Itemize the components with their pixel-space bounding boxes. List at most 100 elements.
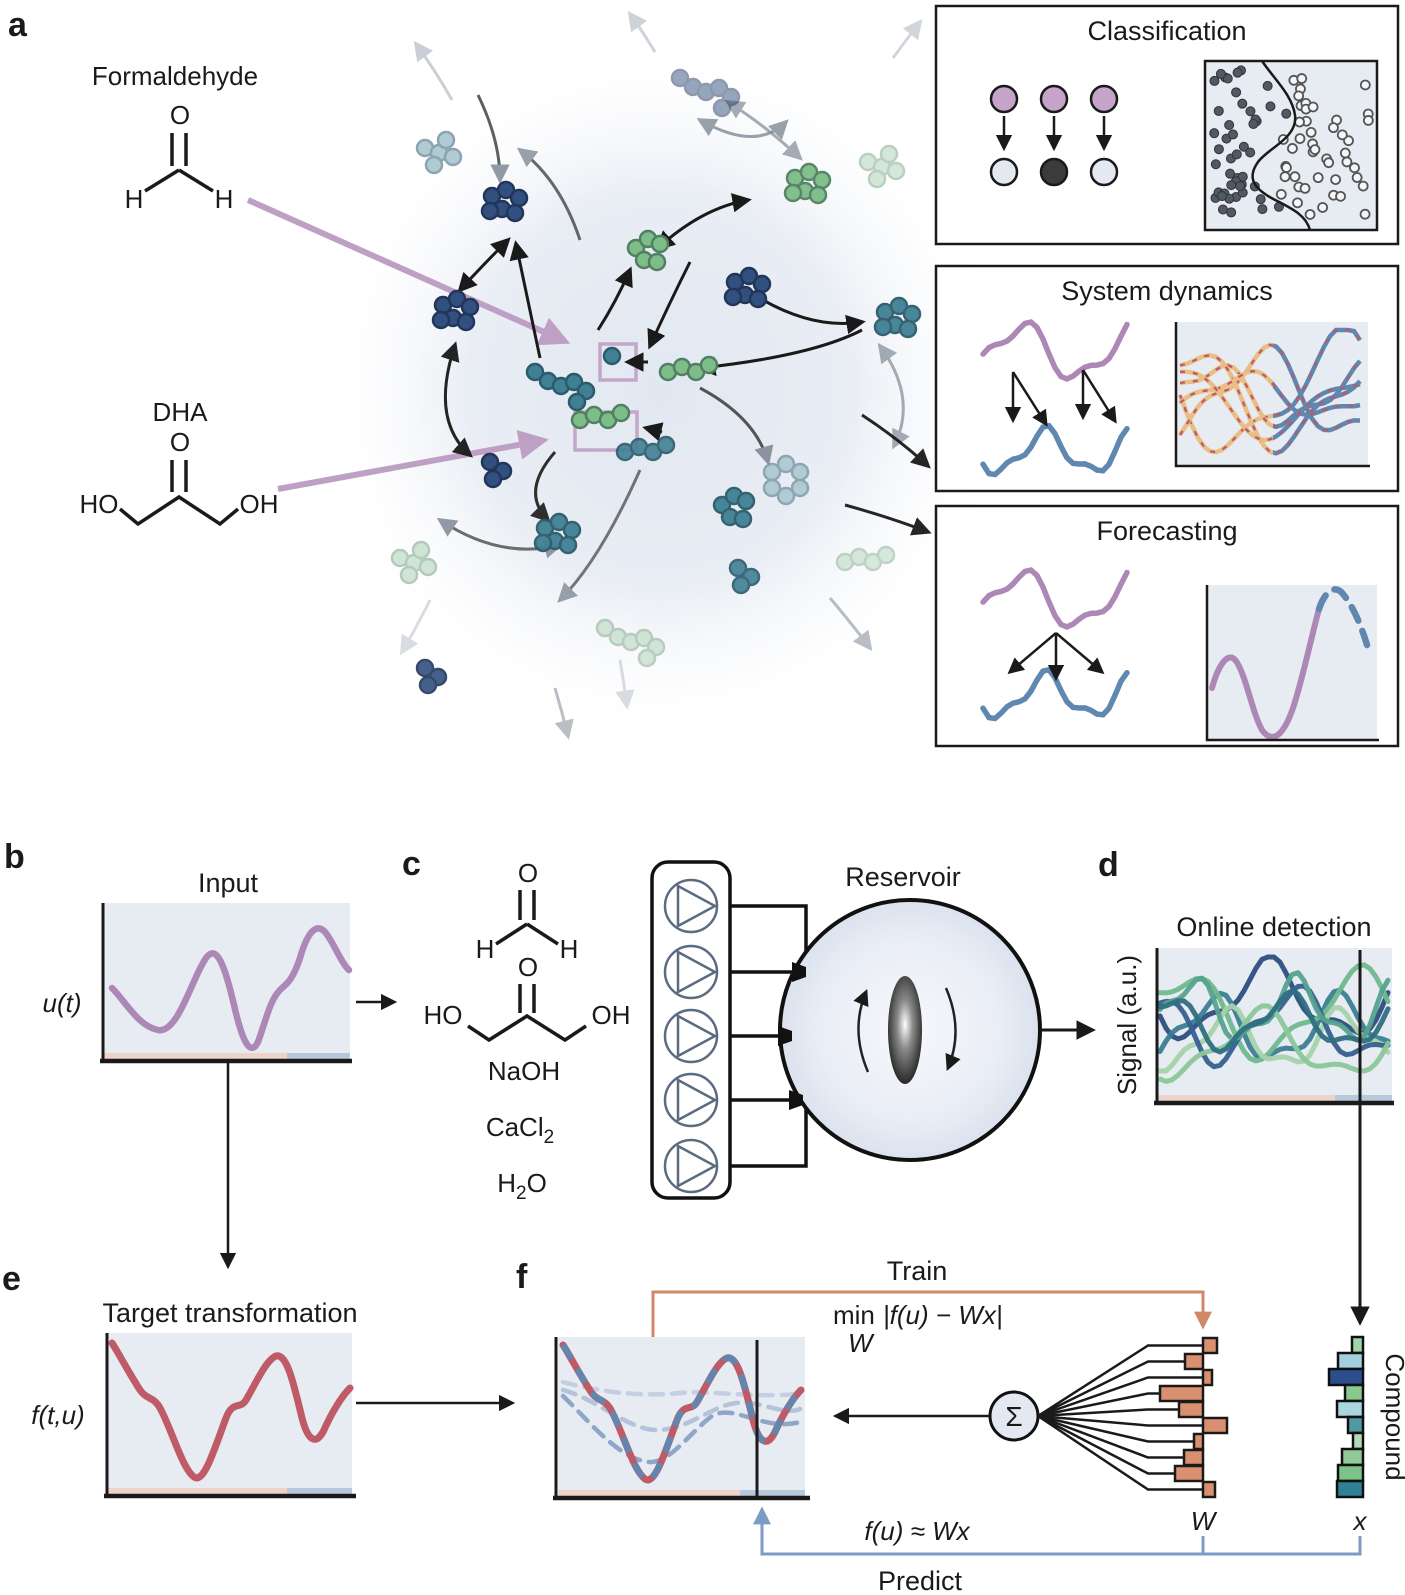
atom-h: H (560, 934, 579, 964)
molecule-cluster (615, 435, 676, 462)
reaction-arrow (627, 10, 657, 53)
molecule-dot (790, 462, 810, 482)
molecule-dot (889, 296, 909, 316)
pump-icons (663, 878, 719, 1194)
scatter-dot-hollow (1362, 115, 1374, 126)
molecule-cluster (783, 162, 832, 205)
atom-o: O (518, 858, 538, 888)
pump-icon (663, 1138, 719, 1194)
reaction-network-molecules (390, 68, 922, 695)
molecule-dot (812, 170, 832, 190)
fan-line (1037, 1344, 1203, 1418)
scatter-dot-filled (1232, 67, 1243, 78)
panel-e-label: e (2, 1260, 21, 1298)
reaction-arrow (755, 294, 866, 335)
scatter-dot-hollow (1281, 162, 1292, 173)
atom-oh: OH (592, 1000, 631, 1030)
scatter-dot-filled (1209, 128, 1220, 139)
panel-f-label: f (516, 1258, 528, 1296)
classification-box: Classification (934, 4, 1400, 246)
molecule-dot (460, 297, 480, 317)
compound-bar (1340, 1447, 1365, 1467)
input-signal-curve (108, 925, 353, 1052)
molecule-dot (898, 319, 918, 339)
molecule-cluster (595, 618, 666, 668)
molecule-dot (558, 535, 578, 555)
decision-boundary (1251, 60, 1312, 231)
molecule-dot (496, 180, 516, 200)
weight-bar (1177, 1400, 1205, 1419)
prediction-curve (560, 1343, 804, 1483)
scatter-dot-hollow (1307, 101, 1319, 113)
molecule-cluster (835, 545, 896, 572)
system-dynamics-curves (1177, 327, 1362, 456)
scatter-dot-filled (1238, 141, 1249, 152)
weight-bar (1192, 1432, 1205, 1451)
molecule-dot (762, 478, 782, 498)
forecasting-box: Forecasting (934, 504, 1400, 748)
molecule-dot (415, 658, 435, 678)
molecule-dot (709, 78, 729, 98)
molecule-dot (733, 509, 753, 529)
formaldehyde-structure-icon (144, 133, 214, 193)
scatter-dot-hollow (1304, 209, 1316, 220)
pump-icon (663, 1072, 719, 1128)
molecule-dot (873, 317, 893, 337)
atom-o: O (518, 952, 538, 982)
dynamics-curve-predict (1273, 379, 1362, 456)
panel-a-label: a (8, 6, 28, 44)
input-title: Input (198, 868, 259, 898)
formaldehyde-input-arrow (246, 197, 571, 346)
molecule-dot (443, 147, 463, 167)
atom-o: O (170, 100, 190, 130)
train-path (651, 1290, 1212, 1337)
molecule-dot (525, 362, 545, 382)
molecule-dot (712, 98, 732, 118)
weight-bar (1173, 1464, 1205, 1483)
scatter-dot-filled (1237, 98, 1248, 109)
panel-b-label: b (4, 838, 25, 876)
scatter-dot-filled (1222, 73, 1233, 84)
molecule-dot (647, 252, 667, 272)
molecule-cluster (415, 130, 463, 175)
formaldehyde-label: Formaldehyde (92, 61, 258, 91)
dynamics-curve-predict (1273, 327, 1362, 419)
classification-mapping-icon (989, 84, 1119, 187)
dha-structure-icon (467, 984, 587, 1043)
molecule-dot (739, 266, 759, 286)
scatter-dot-hollow (1294, 133, 1306, 145)
molecule-dot (783, 183, 803, 203)
molecule-cluster (570, 403, 631, 430)
molecule-dot (650, 234, 670, 254)
molecule-dot (480, 452, 500, 472)
scatter-dots (1209, 65, 1374, 220)
molecule-dot (424, 155, 444, 175)
scatter-dot-hollow (1305, 126, 1317, 138)
molecule-cluster (728, 558, 761, 595)
scatter-dot-hollow (1336, 129, 1348, 141)
system-dynamics-title: System dynamics (1061, 276, 1273, 306)
dha-structure-icon (118, 460, 240, 527)
scatter-dot-filled (1245, 106, 1256, 117)
reaction-arrow (413, 40, 454, 101)
weight-bar (1182, 1448, 1205, 1467)
predict-strip (1335, 1095, 1392, 1103)
target-curve (108, 1339, 354, 1482)
panel-d-label: d (1098, 846, 1119, 884)
molecule-cluster (723, 266, 772, 309)
scatter-dot-filled (1245, 147, 1256, 158)
panel-f: f Train min|f(u) − Wx| W Σ W Compound x … (516, 1256, 1405, 1595)
scatter-dot-hollow (1289, 171, 1301, 183)
reaction-network-arrows (400, 10, 932, 740)
scatter-dot-filled (1257, 204, 1268, 215)
panel-e: e Target transformation f(t,u) (2, 1260, 516, 1499)
forecasting-title: Forecasting (1096, 516, 1237, 546)
reaction-arrow (476, 94, 510, 184)
compound-bar (1343, 1383, 1365, 1403)
atom-ho: HO (80, 489, 119, 519)
compound-bar (1336, 1463, 1365, 1483)
signal-ylabel: Signal (a.u.) (1112, 955, 1142, 1095)
molecule-dot (776, 454, 796, 474)
predict-equation: f(u) ≈ Wx (864, 1516, 970, 1546)
scatter-dot-hollow (1359, 79, 1371, 91)
